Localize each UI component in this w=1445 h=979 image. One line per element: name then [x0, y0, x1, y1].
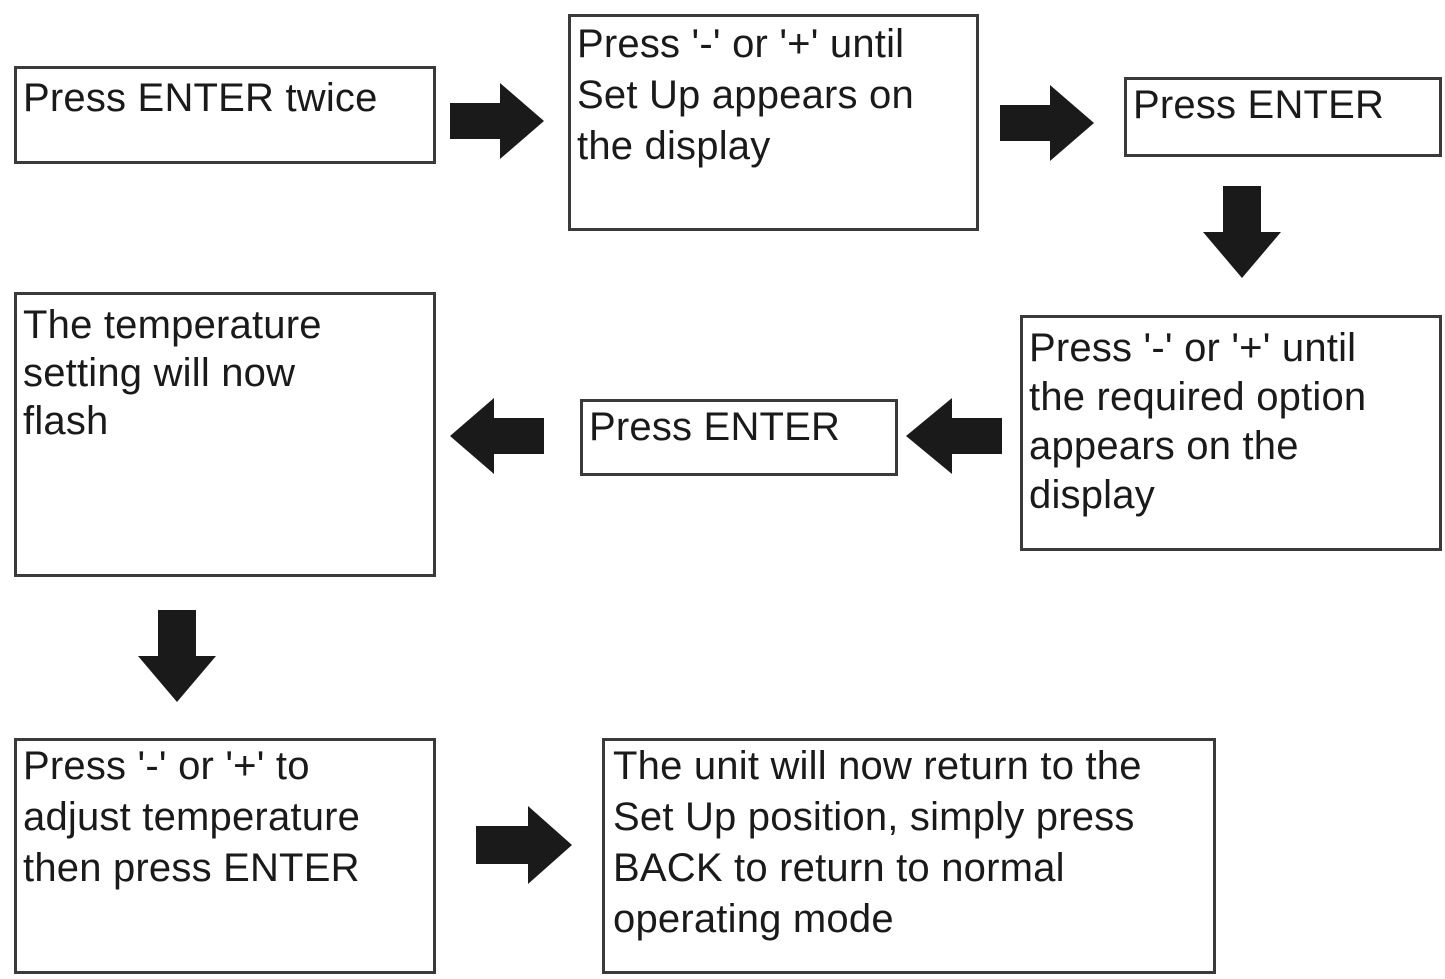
step-press-enter-twice: Press ENTER twice	[14, 66, 436, 164]
arrow-right-icon	[450, 83, 544, 159]
arrow-left-icon	[906, 398, 1002, 474]
step-temperature-flash: The temperature setting will now flash	[14, 292, 436, 577]
step-press-enter-1: Press ENTER	[1124, 77, 1442, 157]
arrow-right-icon	[476, 806, 572, 884]
step-press-enter-2: Press ENTER	[580, 399, 898, 476]
step-adjust-temperature: Press '-' or '+' to adjust temperature t…	[14, 738, 436, 974]
arrow-down-icon	[1203, 186, 1281, 278]
arrow-left-icon	[450, 398, 544, 474]
step-select-option: Press '-' or '+' until the required opti…	[1020, 315, 1442, 551]
step-select-setup: Press '-' or '+' until Set Up appears on…	[568, 14, 979, 231]
arrow-down-icon	[138, 610, 216, 702]
arrow-right-icon	[1000, 85, 1094, 161]
step-return-to-setup: The unit will now return to the Set Up p…	[602, 738, 1216, 974]
